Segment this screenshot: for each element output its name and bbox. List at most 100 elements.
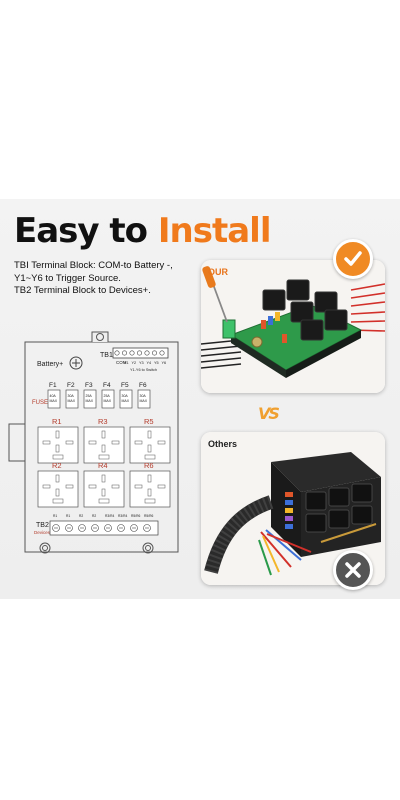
- checkmark-badge: [333, 239, 373, 279]
- fuse-column: [285, 492, 293, 529]
- tb1-com-label: COM: [116, 360, 127, 365]
- fuse-body: [137, 389, 151, 409]
- tb1-screw: [114, 350, 120, 356]
- fuse-body: [65, 389, 79, 409]
- fuse-rating-unit: MAX: [104, 399, 112, 403]
- tb2-screw: [65, 524, 73, 532]
- fuse-name: F1: [49, 382, 57, 389]
- headline: Easy to Install: [14, 211, 272, 251]
- relay-label: R5: [144, 417, 154, 426]
- tb1-terminal-label: Y6: [162, 361, 167, 365]
- tb2-terminal-label: R3/R4: [118, 514, 128, 518]
- tb2-label: TB2: [36, 522, 49, 529]
- battery-label: Battery+: [37, 361, 63, 368]
- checkmark-icon: [344, 251, 362, 266]
- test-probe: [320, 523, 377, 543]
- black-wires: [201, 339, 242, 369]
- tb1-block: [112, 347, 169, 359]
- fuse-name: F4: [103, 382, 111, 389]
- x-badge: [333, 550, 373, 590]
- fuse-label: FUSE: [32, 400, 48, 406]
- mount-hole-bottom-right: [142, 542, 154, 554]
- fuse-rating-unit: MAX: [68, 399, 76, 403]
- vs-label: VS: [258, 404, 280, 423]
- tb1-terminal-label: Y5: [154, 361, 159, 365]
- tb2-terminal-label: R1: [53, 514, 57, 518]
- tb2-terminal-label: R1: [66, 514, 70, 518]
- fuse-name: F5: [121, 382, 129, 389]
- relay-label: R4: [98, 461, 108, 470]
- screwdriver-icon: [202, 266, 228, 323]
- battery-stud-icon: [69, 356, 83, 370]
- fuse-rating: 25A: [86, 394, 93, 398]
- fuse-rating-unit: MAX: [86, 399, 94, 403]
- fuse-rating: 30A: [140, 394, 147, 398]
- fuses-photo: [261, 312, 287, 343]
- tb2-screw: [52, 524, 60, 532]
- fuse-rating: 30A: [122, 394, 129, 398]
- fuse-rating-unit: MAX: [50, 399, 58, 403]
- relay-socket: [37, 426, 79, 464]
- tb2-terminal-label: R5/R6: [144, 514, 154, 518]
- relay-cubes: [262, 279, 348, 341]
- tb2-terminal-label: R5/R6: [131, 514, 141, 518]
- tb1-terminal-label: Y3: [139, 361, 144, 365]
- relay-label: R3: [98, 417, 108, 426]
- our-product-card: OUR: [201, 260, 385, 393]
- tb2-sub: Devices: [34, 530, 51, 535]
- mount-hole-bottom-left: [39, 542, 51, 554]
- our-label: OUR: [208, 267, 228, 277]
- tb1-screw: [129, 350, 135, 356]
- relay-label: R6: [144, 461, 154, 470]
- tb1-screw: [159, 350, 165, 356]
- fuse-body: [119, 389, 133, 409]
- tb2-screw: [143, 524, 151, 532]
- description-line2: Y1~Y6 to Trigger Source.: [14, 272, 121, 284]
- tb2-screw: [78, 524, 86, 532]
- others-label: Others: [208, 439, 238, 449]
- tb1-terminal-label: Y1: [124, 361, 129, 365]
- tb2-terminal-label: R3/R4: [105, 514, 115, 518]
- fuse-body: [83, 389, 97, 409]
- description-line3: TB2 Terminal Block to Devices+.: [14, 285, 151, 296]
- fuse-rating: 40A: [50, 394, 57, 398]
- x-mark-icon: [345, 562, 361, 578]
- tb1-screw: [137, 350, 143, 356]
- fuse-rating-unit: MAX: [140, 399, 148, 403]
- our-product-photo: [201, 260, 385, 393]
- tb2-screw: [91, 524, 99, 532]
- side-mount-tab: [8, 423, 25, 462]
- tb1-screw: [122, 350, 128, 356]
- fuse-body: [47, 389, 61, 409]
- headline-part2: Install: [157, 211, 272, 251]
- product-panel: Easy to Install TBI Terminal Block: COM-…: [0, 199, 400, 599]
- relay-label: R1: [52, 417, 62, 426]
- tb2-terminal-label: R2: [92, 514, 96, 518]
- tb2-screw: [104, 524, 112, 532]
- fuse-row: F140AMAXF230AMAXF325AMAXF425AMAXF530AMAX…: [47, 382, 151, 409]
- tb1-screw: [152, 350, 158, 356]
- fuse-body: [101, 389, 115, 409]
- green-terminal: [222, 319, 236, 339]
- relay-cubes-others: [305, 483, 373, 533]
- tb1-terminal-label: Y4: [147, 361, 152, 365]
- wire-loom: [204, 495, 274, 574]
- fuse-rating: 30A: [68, 394, 75, 398]
- tb2-screw: [130, 524, 138, 532]
- tb1-caption: Y1-Y6 to Switch: [130, 368, 157, 372]
- black-box-lid: [271, 452, 381, 492]
- tb1-screw: [144, 350, 150, 356]
- tb2-terminal-label: R2: [79, 514, 83, 518]
- tb1-label: TB1: [100, 352, 113, 359]
- tb1-terminal-label: Y2: [132, 361, 137, 365]
- fuse-rating: 25A: [104, 394, 111, 398]
- mount-hole-top: [91, 331, 109, 342]
- tb1-screws: [114, 350, 165, 356]
- description-line1: TBI Terminal Block: COM-to Battery -,: [14, 260, 173, 271]
- fuse-name: F3: [85, 382, 93, 389]
- headline-part1: Easy to: [14, 211, 148, 251]
